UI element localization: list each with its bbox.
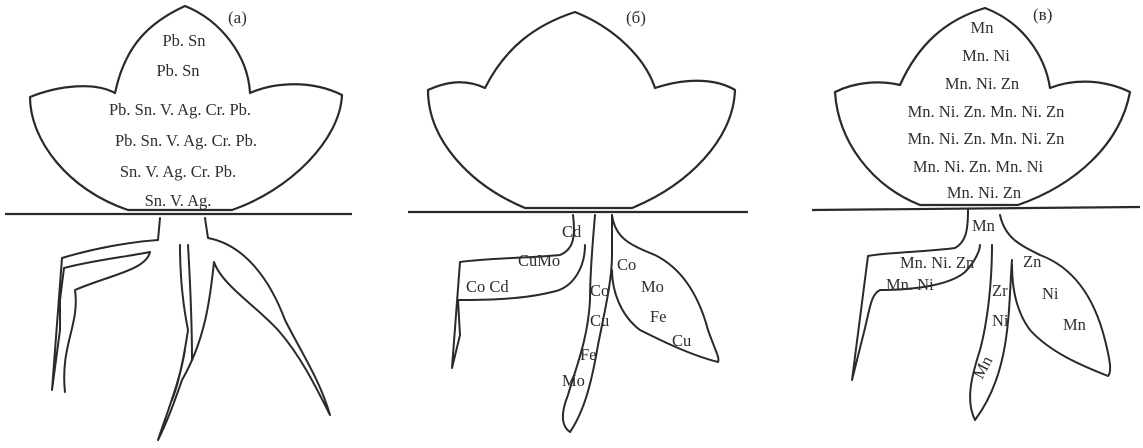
root-middle-a: [172, 245, 192, 400]
root-right-a: [158, 218, 330, 440]
root-label-c-zr: Zr: [992, 281, 1008, 300]
root-label-b-mo-1: Mo: [562, 371, 585, 390]
root-label-c-mn-top: Mn: [972, 216, 995, 235]
ground-line-c: [812, 207, 1140, 210]
panel-label-c: (в): [1033, 5, 1052, 24]
root-right-b: [612, 215, 718, 362]
root-left-c: [852, 210, 980, 380]
root-label-b-co-1: Co: [590, 281, 609, 300]
leaf-line-a-6: Sn. V. Ag.: [145, 191, 212, 210]
panel-c: (в) Mn Mn. Ni Mn. Ni. Zn Mn. Ni. Zn. Mn.…: [812, 5, 1140, 420]
leaf-line-c-7: Mn. Ni. Zn: [947, 183, 1021, 202]
root-label-c-mnni: Mn. Ni: [886, 275, 934, 294]
root-label-c-zn: Zn: [1023, 252, 1041, 271]
root-label-b-cu-2: Cu: [672, 331, 691, 350]
roots-b: [452, 215, 718, 432]
root-label-b-cu-1: Cu: [590, 311, 609, 330]
root-label-c-mn-mid: Mn: [1063, 315, 1086, 334]
leaf-line-a-2: Pb. Sn: [156, 61, 199, 80]
root-label-b-co-2: Co: [617, 255, 636, 274]
leaf-outline-b: [428, 12, 735, 208]
leaf-line-a-3: Pb. Sn. V. Ag. Cr. Pb.: [109, 100, 251, 119]
root-label-b-cd: Cd: [562, 222, 582, 241]
root-label-b-fe-2: Fe: [650, 307, 667, 326]
roots-a: [52, 218, 330, 440]
root-label-c-ni-2: Ni: [1042, 284, 1059, 303]
leaf-line-a-5: Sn. V. Ag. Cr. Pb.: [120, 162, 236, 181]
leaf-line-c-5: Mn. Ni. Zn. Mn. Ni. Zn: [908, 129, 1065, 148]
panel-a: (a) Pb. Sn Pb. Sn Pb. Sn. V. Ag. Cr. Pb.…: [5, 6, 352, 440]
root-label-c-ni-1: Ni: [992, 311, 1009, 330]
leaf-line-c-1: Mn: [971, 18, 994, 37]
leaf-line-a-1: Pb. Sn: [162, 31, 205, 50]
root-labels-b: Cd CuMo Co Cd Co Co Cu Fe Mo Mo Fe Cu: [466, 222, 691, 390]
root-label-b-cocd: Co Cd: [466, 277, 509, 296]
root-label-b-mo-2: Mo: [641, 277, 664, 296]
root-label-b-cumo: CuMo: [518, 251, 560, 270]
panel-label-a: (a): [228, 8, 247, 27]
leaf-line-a-4: Pb. Sn. V. Ag. Cr. Pb.: [115, 131, 257, 150]
leaf-line-c-6: Mn. Ni. Zn. Mn. Ni: [913, 157, 1044, 176]
root-label-c-mnnizn: Mn. Ni. Zn: [900, 253, 974, 272]
leaf-line-c-3: Mn. Ni. Zn: [945, 74, 1019, 93]
panel-b: (б) Cd CuMo Co Cd Co Co Cu Fe Mo Mo Fe C…: [408, 8, 748, 432]
root-middle-c: [970, 245, 1012, 420]
root-left-a: [52, 218, 160, 392]
root-label-b-fe-1: Fe: [580, 345, 597, 364]
panel-label-b: (б): [626, 8, 646, 27]
leaf-line-c-2: Mn. Ni: [962, 46, 1010, 65]
root-labels-c: Mn Mn. Ni. Zn Mn. Ni Zn Zr Ni Ni Mn Mn: [886, 216, 1086, 382]
leaf-line-c-4: Mn. Ni. Zn. Mn. Ni. Zn: [908, 102, 1065, 121]
